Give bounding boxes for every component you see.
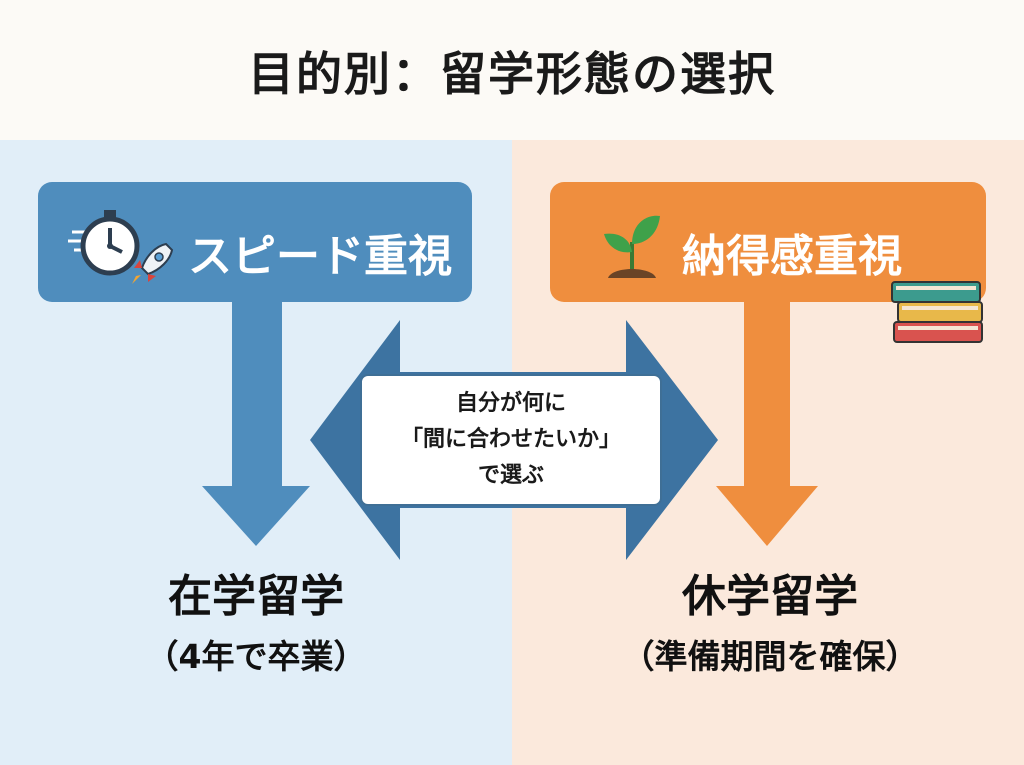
- leave-study-abroad-title: 休学留学: [682, 571, 858, 622]
- enrolled-study-abroad-title: 在学留学: [168, 571, 344, 622]
- center-line-3: で選ぶ: [477, 463, 544, 488]
- title-band: [0, 0, 1024, 140]
- speed-header-label: スピード重視: [188, 231, 452, 282]
- stopwatch-icon: [66, 208, 144, 289]
- center-message-box: 自分が何に 「間に合わせたいか」 で選ぶ: [360, 374, 662, 506]
- leave-study-abroad-subtitle: （準備期間を確保）: [621, 637, 919, 676]
- right-down-arrow: [716, 300, 818, 546]
- page-title: 目的別：留学形態の選択: [248, 47, 776, 101]
- rocket-icon: [126, 238, 178, 301]
- enrolled-study-abroad-subtitle: （4年で卒業）: [145, 637, 367, 676]
- left-down-arrow: [202, 300, 310, 546]
- center-line-1: 自分が何に: [455, 391, 566, 416]
- sprout-icon: [602, 204, 662, 291]
- satisfaction-header-label: 納得感重視: [682, 231, 902, 282]
- speed-header: スピード重視: [38, 182, 472, 302]
- books-icon: [888, 270, 988, 354]
- center-line-2: 「間に合わせたいか」: [400, 427, 621, 452]
